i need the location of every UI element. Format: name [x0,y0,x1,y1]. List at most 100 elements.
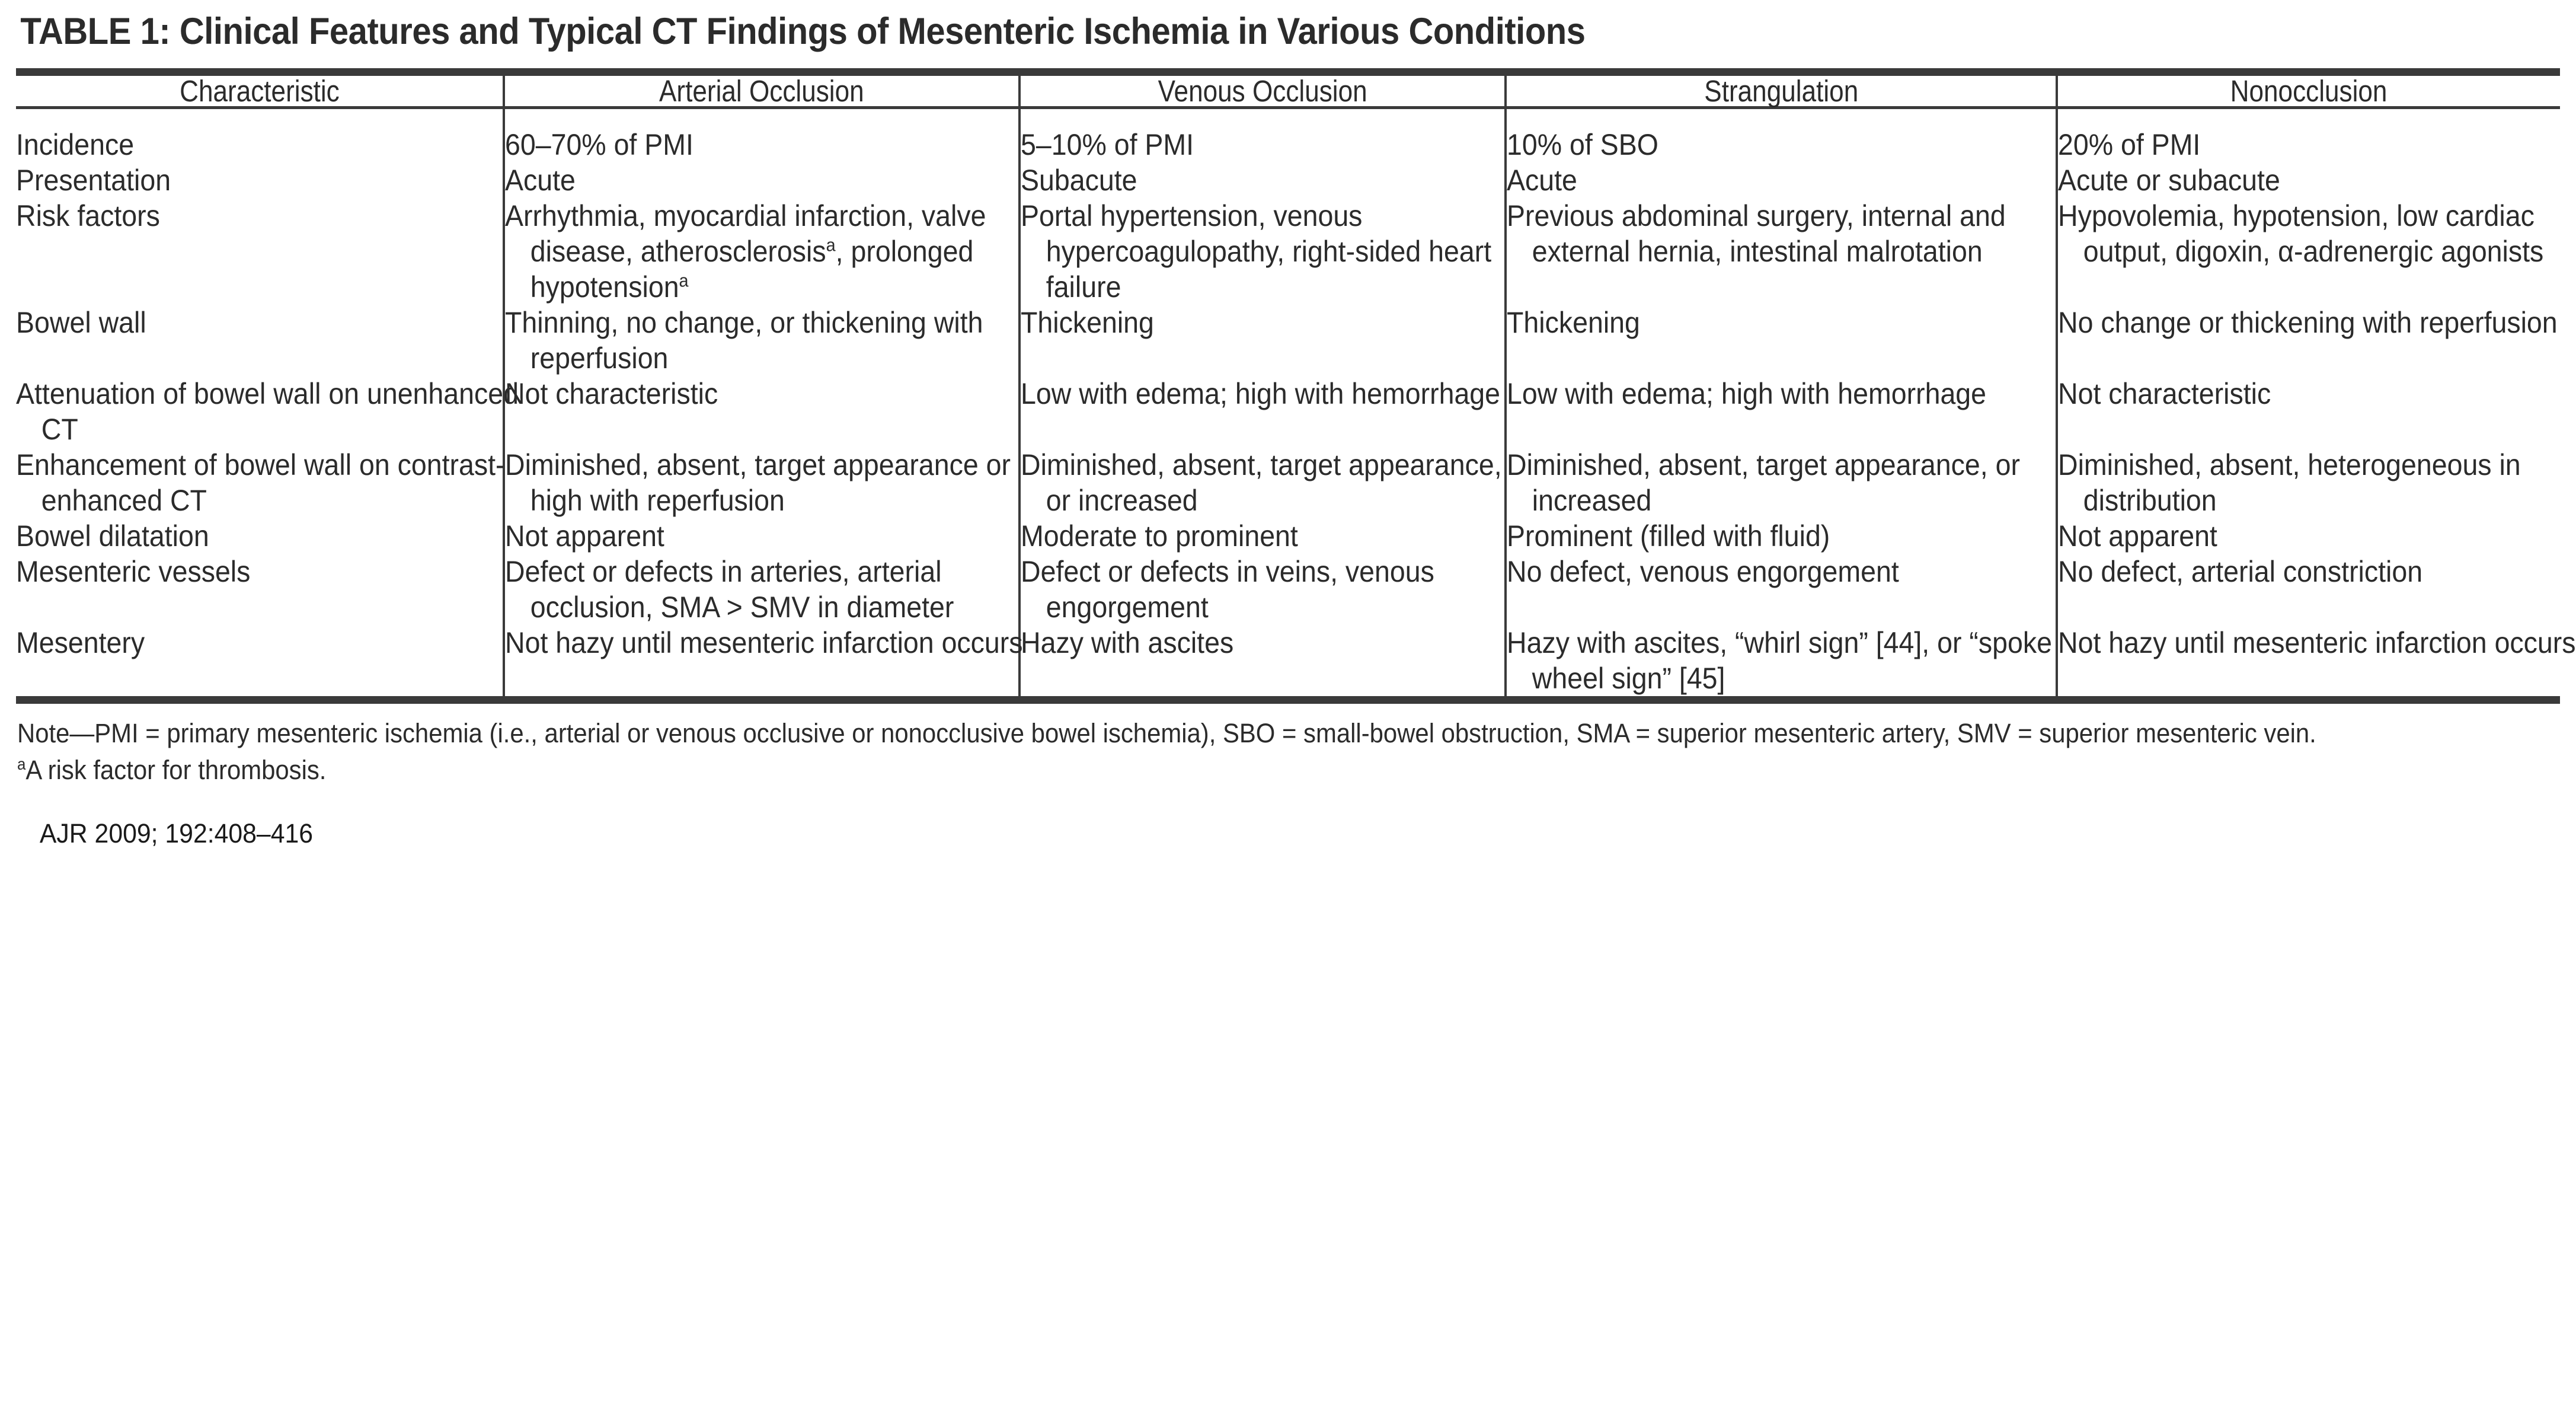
table-row: Mesentery Not hazy until mesenteric infar… [16,625,2576,696]
clinical-features-table: Characteristic Arterial Occlusion Venous… [16,76,2560,106]
cell-text: Defect or defects in veins, venous engor… [1021,555,1434,624]
cell-strangulation: Previous abdominal surgery, internal and… [1504,198,2057,305]
cell-venous-occlusion: Diminished, absent, target appearance, o… [1018,447,1506,518]
cell-characteristic: Mesentery [16,625,504,696]
cell-strangulation: Diminished, absent, target appearance, o… [1504,447,2057,518]
column-header-strangulation: Strangulation [1523,74,2038,108]
cell-text: No defect, venous engorgement [1507,555,1899,588]
cell-arterial-occlusion: Not hazy until mesenteric infarction occ… [503,625,1023,696]
cell-strangulation: Low with edema; high with hemorrhage [1504,376,2057,447]
cell-text: Hazy with ascites [1021,626,1234,659]
footnote-text: A risk factor for thrombosis. [25,754,327,785]
cell-strangulation: Hazy with ascites, “whirl sign” [44], or… [1504,625,2057,696]
footnote-marker: a [17,754,26,773]
cell-text: Moderate to prominent [1021,519,1298,553]
cell-nonocclusion: 20% of PMI [2056,109,2560,162]
cell-nonocclusion: Acute or subacute [2056,162,2560,198]
cell-venous-occlusion: Portal hypertension, venous hypercoagulo… [1018,198,1506,305]
cell-strangulation: No defect, venous engorgement [1504,554,2057,625]
cell-arterial-occlusion: Not apparent [503,518,1019,554]
table-row: Enhancement of bowel wall on contrast-en… [16,447,2560,518]
cell-arterial-occlusion: Acute [503,162,1019,198]
header-row: Characteristic Arterial Occlusion Venous… [16,76,2560,106]
cell-text: 10% of SBO [1507,128,1658,161]
cell-arterial-occlusion: Defect or defects in arteries, arterial … [503,554,1019,625]
characteristic-label: Enhancement of bowel wall on contrast-en… [16,448,505,517]
cell-text: Subacute [1021,164,1137,197]
cell-characteristic: Presentation [16,162,504,198]
cell-text: Portal hypertension, venous hypercoagulo… [1021,199,1492,304]
header-label: Arterial Occlusion [659,74,864,108]
cell-characteristic: Risk factors [16,198,504,305]
cell-text: Prominent (filled with fluid) [1507,519,1830,553]
characteristic-label: Mesenteric vessels [16,555,251,588]
cell-venous-occlusion: Moderate to prominent [1018,518,1506,554]
cell-venous-occlusion: Subacute [1018,162,1506,198]
cell-nonocclusion: Not apparent [2056,518,2560,554]
header-label: Nonocclusion [2230,74,2388,108]
cell-text: Arrhythmia, myocardial infarction, valve… [505,199,986,304]
column-header-characteristic: Characteristic [33,76,487,106]
cell-text: 20% of PMI [2058,128,2201,161]
cell-characteristic: Attenuation of bowel wall on unenhanced … [16,376,519,447]
characteristic-label: Risk factors [16,199,160,232]
header-label: Characteristic [179,74,340,108]
cell-arterial-occlusion: Arrhythmia, myocardial infarction, valve… [503,198,1019,305]
cell-venous-occlusion: Hazy with ascites [1018,625,1506,696]
cell-text: Diminished, absent, target appearance, o… [1021,448,1502,517]
table-row: Risk factors Arrhythmia, myocardial infar… [16,198,2560,305]
characteristic-label: Bowel dilatation [16,519,209,553]
cell-text: Not hazy until mesenteric infarction occ… [2058,626,2576,659]
footnote-marker: a [826,234,836,256]
cell-strangulation: Thickening [1504,305,2057,376]
characteristic-label: Incidence [16,128,135,161]
cell-characteristic: Mesenteric vessels [16,554,504,625]
cell-text: Previous abdominal surgery, internal and… [1507,199,2006,268]
cell-text: Not characteristic [2058,377,2271,410]
header-label: Strangulation [1704,74,1858,108]
cell-strangulation: Acute [1504,162,2057,198]
cell-text: Diminished, absent, target appearance or… [505,448,1011,517]
table-header: Characteristic Arterial Occlusion Venous… [16,76,2560,106]
cell-text: Diminished, absent, target appearance, o… [1507,448,2020,517]
cell-nonocclusion: Hypovolemia, hypotension, low cardiac ou… [2056,198,2560,305]
cell-text: Hazy with ascites, “whirl sign” [44], or… [1507,626,2052,695]
cell-text: Thickening [1507,306,1640,339]
cell-text: Low with edema; high with hemorrhage [1507,377,1987,410]
cell-text: Not characteristic [505,377,718,410]
cell-text: Not hazy until mesenteric infarction occ… [505,626,1023,659]
note-abbreviations: Note—PMI = primary mesenteric ischemia (… [17,718,2316,748]
cell-venous-occlusion: 5–10% of PMI [1018,109,1506,162]
characteristic-label: Mesentery [16,626,145,659]
cell-nonocclusion: Diminished, absent, heterogeneous in dis… [2056,447,2560,518]
cell-text: Hypovolemia, hypotension, low cardiac ou… [2058,199,2544,268]
cell-venous-occlusion: Thickening [1018,305,1506,376]
cell-nonocclusion: Not characteristic [2056,376,2560,447]
cell-strangulation: Prominent (filled with fluid) [1504,518,2057,554]
cell-arterial-occlusion: 60–70% of PMI [503,109,1019,162]
cell-text: Diminished, absent, heterogeneous in dis… [2058,448,2521,517]
cell-strangulation: 10% of SBO [1504,109,2057,162]
cell-arterial-occlusion: Not characteristic [503,376,1019,447]
table-row: Presentation Acute Subacute Acute Acute or s… [16,162,2560,198]
cell-text: Thickening [1021,306,1154,339]
column-header-nonocclusion: Nonocclusion [2073,74,2543,108]
footnote-marker: a [679,270,689,291]
cell-venous-occlusion: Low with edema; high with hemorrhage [1018,376,1506,447]
header-label: Venous Occlusion [1158,74,1367,108]
cell-nonocclusion: No change or thickening with reperfusion [2056,305,2560,376]
characteristic-label: Presentation [16,164,171,197]
cell-arterial-occlusion: Thinning, no change, or thickening with … [503,305,1019,376]
cell-text: Not apparent [505,519,664,553]
table-top-rule [16,68,2560,76]
cell-text: Acute [1507,164,1577,197]
cell-text: Acute [505,164,576,197]
cell-text: Thinning, no change, or thickening with … [505,306,983,375]
table-row: Attenuation of bowel wall on unenhanced … [16,376,2560,447]
cell-text: No change or thickening with reperfusion [2058,306,2558,339]
cell-characteristic: Incidence [16,109,504,162]
